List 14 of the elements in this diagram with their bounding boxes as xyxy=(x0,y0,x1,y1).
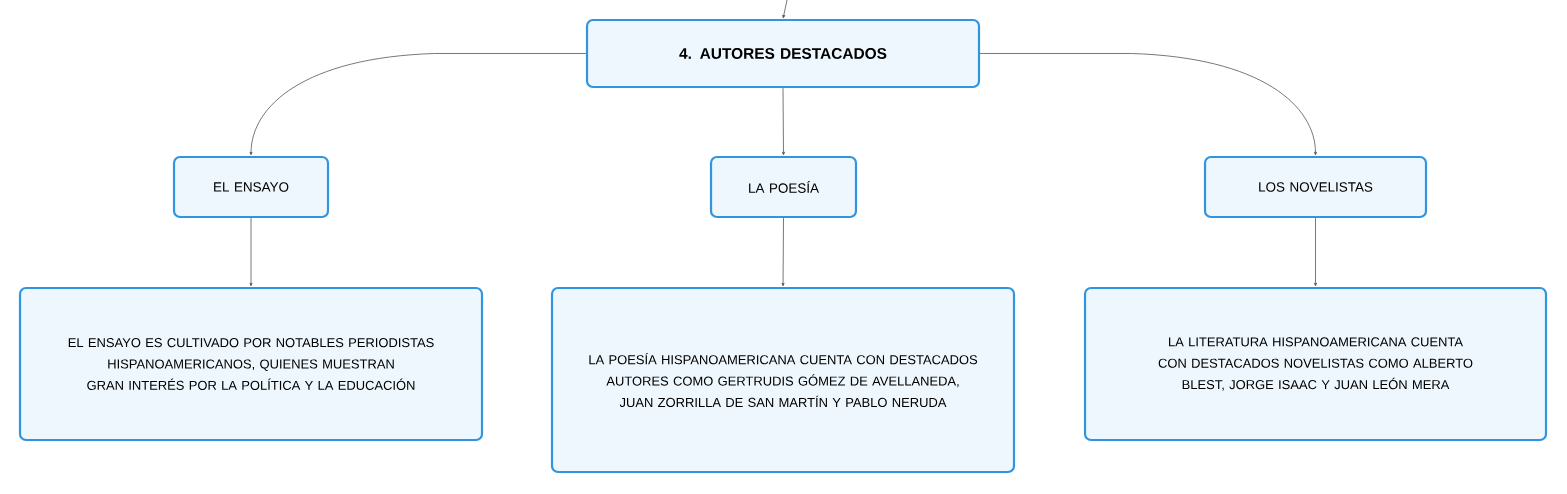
arrow xyxy=(1314,217,1317,287)
arrow xyxy=(782,87,785,156)
arrow xyxy=(979,53,1317,156)
arrow xyxy=(781,217,785,287)
arrow xyxy=(782,0,788,19)
arrow xyxy=(249,53,587,156)
arrow xyxy=(249,217,253,287)
category-box: EL ENSAYO xyxy=(172,155,330,219)
category-box: LA POESÍA xyxy=(709,155,858,219)
description-box: EL ENSAYO ES CULTIVADO POR NOTABLES PERIODISTAS HISPANOAMERICANOS, QUIENES MUESTRAN GRAN INTERÉS POR LA POLÍTICA Y LA EDUCACIÓN xyxy=(18,286,484,442)
description-box: LA LITERATURA HISPANOAMERICANA CUENTA CON DESTACADOS NOVELISTAS COMO ALBERTO BLEST, JORGE ISAAC Y JUAN LEÓN MERA xyxy=(1083,286,1548,442)
title-box: 4. AUTORES DESTACADOS xyxy=(585,18,981,89)
description-box: LA POESÍA HISPANOAMERICANA CUENTA CON DESTACADOS AUTORES COMO GERTRUDIS GÓMEZ DE AVELLANEDA, JUAN ZORRILLA DE SAN MARTÍN Y PABLO NERUDA xyxy=(550,286,1016,474)
category-box: LOS NOVELISTAS xyxy=(1203,155,1428,219)
